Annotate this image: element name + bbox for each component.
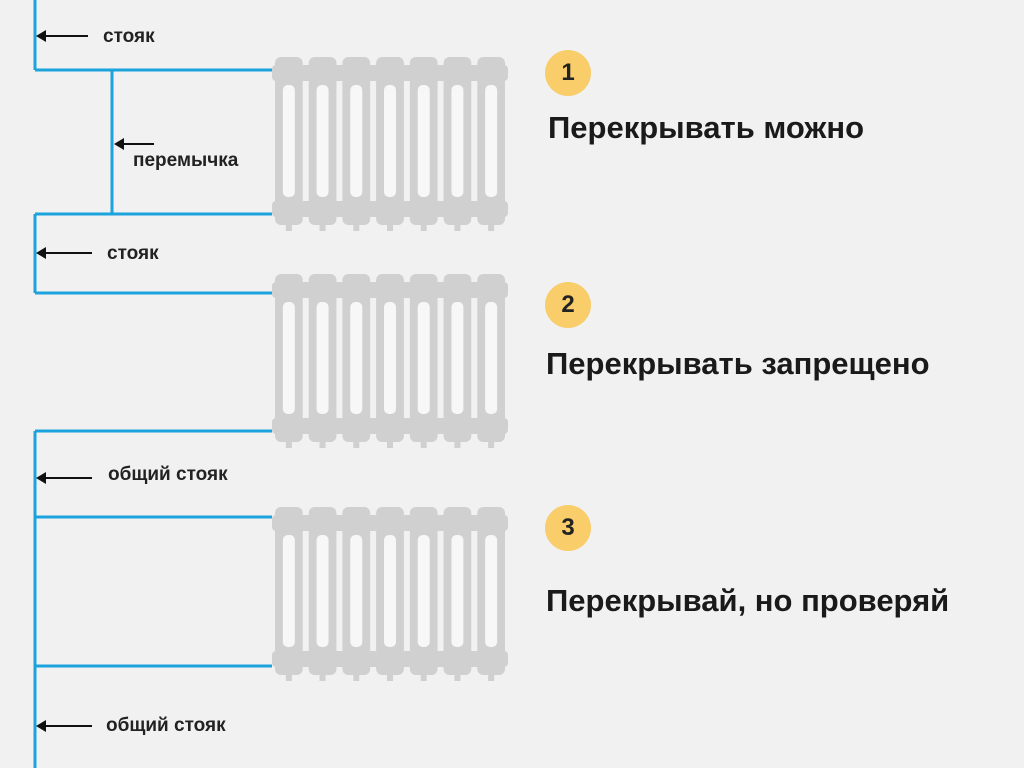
radiator-foot <box>420 673 427 681</box>
radiator-foot <box>454 223 461 231</box>
radiator-slot <box>451 302 464 414</box>
radiators <box>272 57 508 681</box>
radiator-icon <box>272 507 508 681</box>
riser-label: стояк <box>107 243 159 264</box>
radiator-slot <box>282 535 295 647</box>
bypass-label: перемычка <box>133 150 239 171</box>
case-heading: Перекрывать запрещено <box>546 346 930 381</box>
case-number-badge: 1 <box>545 50 591 96</box>
radiator-slot <box>316 535 329 647</box>
radiator-collector <box>272 651 508 667</box>
case-number-badge: 3 <box>545 505 591 551</box>
radiator-foot <box>285 440 292 448</box>
radiator-slot <box>485 85 498 197</box>
riser-label: стояк <box>103 26 155 47</box>
radiator-slot <box>350 85 363 197</box>
arrow-left-icon <box>36 247 92 259</box>
radiator-icon <box>272 274 508 448</box>
radiator-foot <box>353 440 360 448</box>
common-riser-label: общий стояк <box>106 715 226 736</box>
radiator-foot <box>353 223 360 231</box>
radiator-slot <box>384 85 396 197</box>
radiator-icon <box>272 57 508 231</box>
radiator-collector <box>272 282 508 298</box>
radiator-foot <box>353 673 360 681</box>
radiator-foot <box>420 440 427 448</box>
radiator-slot <box>451 535 464 647</box>
arrow-left-icon <box>36 30 88 42</box>
radiator-foot <box>387 223 393 231</box>
radiator-collector <box>272 65 508 81</box>
case-heading: Перекрывай, но проверяй <box>546 583 950 618</box>
radiator-slot <box>485 302 498 414</box>
radiator-slot <box>384 302 396 414</box>
radiator-foot <box>387 673 393 681</box>
radiator-foot <box>319 223 326 231</box>
radiator-slot <box>417 85 430 197</box>
arrow-left-icon <box>114 138 154 150</box>
radiator-collector <box>272 515 508 531</box>
case-heading: Перекрывать можно <box>548 110 865 145</box>
arrow-left-icon <box>36 472 92 484</box>
radiator-foot <box>488 440 495 448</box>
radiator-foot <box>488 223 495 231</box>
radiator-foot <box>488 673 495 681</box>
radiator-foot <box>420 223 427 231</box>
radiator-foot <box>454 673 461 681</box>
common-riser-label: общий стояк <box>108 464 228 485</box>
radiator-slot <box>282 85 295 197</box>
radiator-collector <box>272 201 508 217</box>
radiator-slot <box>282 302 295 414</box>
radiator-foot <box>319 440 326 448</box>
radiator-slot <box>417 302 430 414</box>
radiator-slot <box>384 535 396 647</box>
radiator-slot <box>417 535 430 647</box>
case-number-badge: 2 <box>545 282 591 328</box>
radiator-foot <box>319 673 326 681</box>
radiator-collector <box>272 418 508 434</box>
radiator-slot <box>350 302 363 414</box>
pipe-lines <box>33 0 272 768</box>
arrow-left-icon <box>36 720 92 732</box>
radiator-slot <box>316 302 329 414</box>
radiator-slot <box>451 85 464 197</box>
radiator-foot <box>285 223 292 231</box>
radiator-foot <box>454 440 461 448</box>
radiator-slot <box>350 535 363 647</box>
radiator-foot <box>285 673 292 681</box>
radiator-slot <box>485 535 498 647</box>
radiator-slot <box>316 85 329 197</box>
radiator-foot <box>387 440 393 448</box>
